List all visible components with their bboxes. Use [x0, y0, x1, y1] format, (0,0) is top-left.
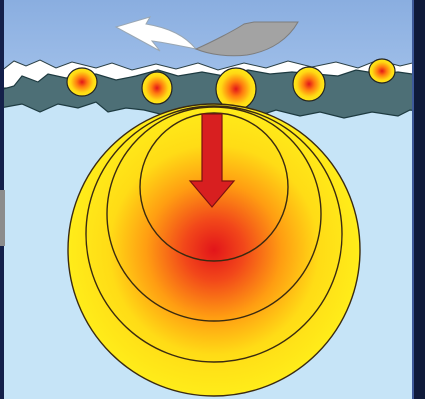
sky-band: [0, 0, 425, 70]
left-grey-tab: [0, 190, 5, 246]
right-frame-edge: [414, 0, 425, 399]
crystal-node-4: [293, 67, 325, 101]
crystal-node-1: [67, 68, 97, 96]
right-frame-inner-line: [412, 0, 414, 399]
crystal-node-2: [142, 72, 172, 104]
crystal-node-5: [369, 59, 395, 83]
